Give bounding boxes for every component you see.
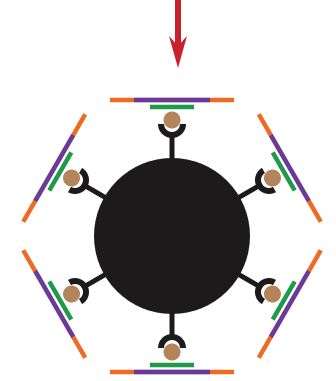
plate-inner-bar <box>270 151 297 192</box>
anchor-ball <box>63 285 81 303</box>
socket-cup <box>158 123 186 138</box>
incoming-arrow <box>169 0 187 68</box>
arm-bottom <box>110 310 234 375</box>
arm-upper-right <box>234 113 323 223</box>
central-hub <box>94 158 250 314</box>
socket-cup <box>68 278 89 305</box>
plate-inner-bar <box>47 280 74 321</box>
socket-cup <box>158 334 186 349</box>
anchor-ball <box>63 169 81 187</box>
arms-layer <box>21 97 323 375</box>
arm-lower-left <box>21 249 110 359</box>
arm-lower-right <box>234 249 323 359</box>
anchor-ball <box>263 285 281 303</box>
plate-middle-bar <box>33 269 76 339</box>
anchor-ball <box>263 169 281 187</box>
plate-middle-bar <box>33 133 76 203</box>
socket-cup <box>255 167 276 194</box>
arrow-head <box>169 36 187 68</box>
arm-top <box>110 97 234 162</box>
socket-cup <box>68 167 89 194</box>
anchor-ball <box>163 111 181 129</box>
socket-cup <box>255 278 276 305</box>
plate-inner-bar <box>270 280 297 321</box>
plate-middle-bar <box>268 269 311 339</box>
anchor-ball <box>163 343 181 361</box>
arm-upper-left <box>21 113 110 223</box>
plate-middle-bar <box>268 133 311 203</box>
plate-inner-bar <box>47 151 74 192</box>
